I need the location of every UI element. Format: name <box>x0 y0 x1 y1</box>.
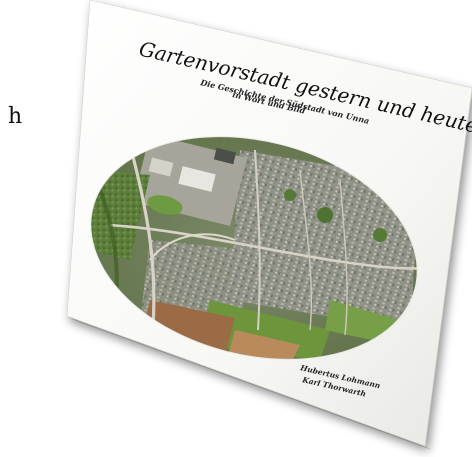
aerial-photo-rim <box>90 136 418 360</box>
book-bottom-edge <box>67 316 432 450</box>
stray-letter: h <box>8 104 23 129</box>
